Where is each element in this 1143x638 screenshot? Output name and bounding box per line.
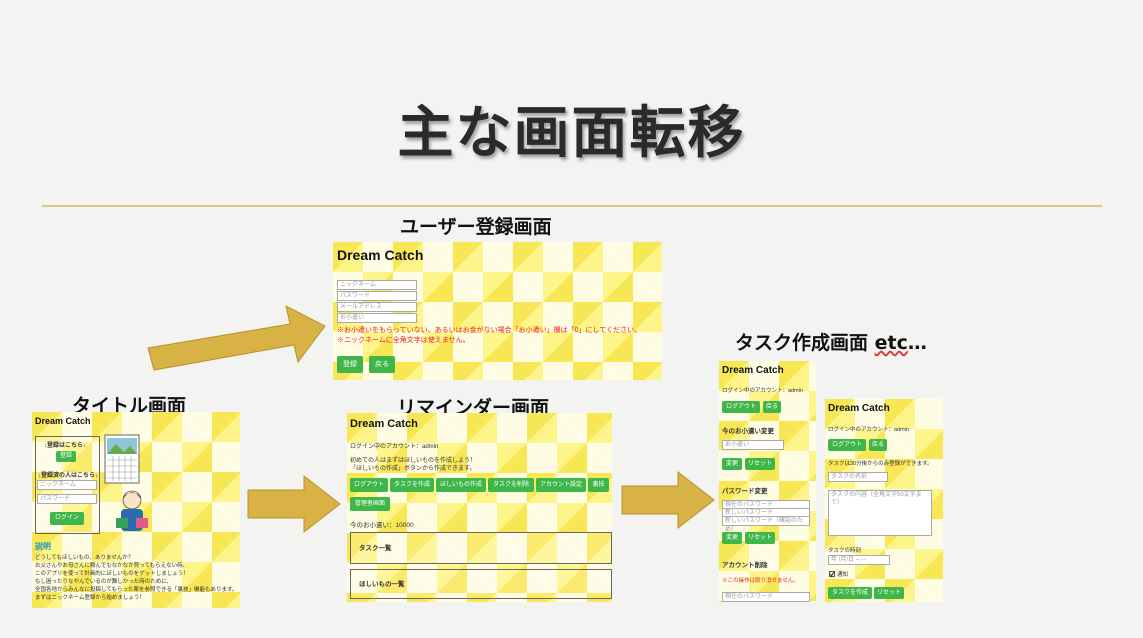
reminder-task-list-panel bbox=[350, 532, 612, 564]
title-desc-line: もし困ったりなやんでいるのが難しかった時のために、 bbox=[35, 579, 173, 585]
title-desc-line: どうしてもほしいもの、ありませんか？ bbox=[35, 555, 134, 561]
title-desc-line: 全国各地からみんなに投稿してもらった案を参照できる「裏技」機能もあります。 bbox=[35, 587, 238, 593]
task-datetime-input[interactable]: 年 /月/日 --:-- bbox=[828, 555, 890, 565]
title-register-button[interactable]: 登録 bbox=[56, 451, 76, 462]
title-divider bbox=[42, 205, 1102, 207]
slide-title: 主な画面転移 bbox=[397, 101, 746, 166]
title-app-title: Dream Catch bbox=[35, 416, 91, 426]
task-logout-button[interactable]: ログアウト bbox=[828, 439, 866, 451]
title-existing-user-label: ↓登録済の人はこちら↓ bbox=[38, 473, 99, 479]
register-app-title: Dream Catch bbox=[337, 247, 424, 263]
settings-delete-heading: アカウント削除 bbox=[722, 562, 768, 569]
task-app-title: Dream Catch bbox=[828, 403, 890, 414]
task-note: タスクは30分後からのみ登録ができます。 bbox=[828, 461, 933, 467]
title-login-button[interactable]: ログイン bbox=[50, 512, 84, 525]
caption-etc-word: etc bbox=[874, 332, 908, 354]
settings-screen: Dream Catch ログイン中のアカウント：admin ログアウト 戻る 今… bbox=[719, 361, 816, 602]
reminder-create-wish-button[interactable]: ほしいもの作成 bbox=[436, 478, 486, 492]
caption-task-create-etc: etc… bbox=[875, 332, 927, 354]
task-back-button[interactable]: 戻る bbox=[869, 439, 887, 451]
title-desc-heading: 説明 bbox=[35, 542, 51, 551]
reminder-intro-line2: 「ほしいもの作成」ボタンから作成できます。 bbox=[350, 466, 476, 472]
caption-task-create-main: タスク作成画面 bbox=[735, 332, 869, 354]
arrow-to-task-create-icon bbox=[621, 470, 715, 530]
settings-logout-button[interactable]: ログアウト bbox=[722, 401, 760, 413]
reminder-wish-list-heading: ほしいもの一覧 bbox=[359, 581, 405, 588]
register-back-button[interactable]: 戻る bbox=[369, 356, 395, 373]
register-note-nickname: ※ニックネームに全角文字は使えません。 bbox=[337, 337, 470, 344]
reminder-task-list-heading: タスク一覧 bbox=[359, 545, 392, 552]
settings-password-change-button[interactable]: 変更 bbox=[722, 532, 742, 544]
caption-title-screen: タイトル画面 bbox=[72, 395, 187, 417]
caption-etc-dots: … bbox=[907, 332, 927, 354]
reminder-screen: Dream Catch ログイン中のアカウント：admin 初めての人はまずはほ… bbox=[347, 413, 612, 602]
reminder-trick-button[interactable]: 裏技 bbox=[588, 478, 609, 492]
reminder-wish-list-panel bbox=[350, 569, 612, 599]
title-desc-line: まずはニックネーム登録から始めましょう！ bbox=[35, 595, 145, 601]
title-password-input[interactable]: パスワード bbox=[37, 494, 97, 504]
register-allowance-input[interactable]: お小遣い bbox=[337, 313, 417, 323]
task-create-button[interactable]: タスクを作成 bbox=[828, 587, 872, 599]
settings-login-account: ログイン中のアカウント：admin bbox=[722, 388, 803, 394]
arrow-to-reminder-icon bbox=[247, 474, 341, 534]
caption-register: ユーザー登録画面 bbox=[400, 216, 552, 238]
register-submit-button[interactable]: 登録 bbox=[337, 356, 363, 373]
settings-password-reset-button[interactable]: リセット bbox=[745, 532, 775, 544]
settings-delete-password-input[interactable]: 現在のパスワード bbox=[722, 592, 810, 602]
reminder-intro-line1: 初めての人はまずはほしいものを作成しよう！ bbox=[350, 458, 477, 464]
title-desc-line: このアプリを使って計画的にほしいものをゲットしましょう！ bbox=[35, 571, 189, 577]
arrow-to-register-icon bbox=[147, 305, 326, 371]
settings-new-password-confirm-input[interactable]: 新しいパスワード（確認のため） bbox=[722, 516, 810, 533]
register-note-allowance: ※お小遣いをもらっていない、あるいはお金がない場合「お小遣い」欄は「0」にしてく… bbox=[337, 327, 642, 334]
reminder-app-title: Dream Catch bbox=[350, 418, 418, 430]
reminder-login-account: ログイン中のアカウント：admin bbox=[350, 444, 439, 450]
reminder-admin-button[interactable]: 管理者画面 bbox=[350, 497, 390, 511]
register-screen: Dream Catch ニックネーム パスワード メールアドレス お小遣い ※お… bbox=[333, 242, 662, 380]
task-login-account: ログイン中のアカウント：admin bbox=[828, 427, 909, 433]
calendar-icon bbox=[104, 434, 140, 484]
settings-allowance-change-button[interactable]: 変更 bbox=[722, 458, 742, 470]
title-screen: Dream Catch ↓登録はこちら↓ 登録 ↓登録済の人はこちら↓ ニックネ… bbox=[32, 412, 240, 608]
register-email-input[interactable]: メールアドレス bbox=[337, 302, 417, 312]
register-nickname-input[interactable]: ニックネーム bbox=[337, 280, 417, 290]
settings-allowance-input[interactable]: お小遣い bbox=[722, 440, 784, 450]
task-time-label: タスクの時刻 bbox=[828, 548, 862, 554]
task-create-screen: Dream Catch ログイン中のアカウント：admin ログアウト 戻る タ… bbox=[825, 399, 943, 602]
settings-password-heading: パスワード変更 bbox=[722, 488, 768, 495]
title-nickname-input[interactable]: ニックネーム bbox=[37, 480, 97, 490]
settings-back-button[interactable]: 戻る bbox=[763, 401, 781, 413]
task-notify-label: 通知 bbox=[837, 572, 849, 578]
title-new-user-label: ↓登録はこちら↓ bbox=[44, 443, 87, 449]
caption-task-create: タスク作成画面 etc… bbox=[735, 328, 927, 355]
reminder-create-task-button[interactable]: タスクを作成 bbox=[390, 478, 434, 492]
settings-allowance-heading: 今のお小遣い変更 bbox=[722, 428, 774, 435]
settings-allowance-reset-button[interactable]: リセット bbox=[745, 458, 775, 470]
settings-delete-warning: ※この操作は取り消せません。 bbox=[722, 578, 799, 584]
reminder-logout-button[interactable]: ログアウト bbox=[350, 478, 388, 492]
task-reset-button[interactable]: リセット bbox=[874, 587, 904, 599]
reminder-account-settings-button[interactable]: アカウント設定 bbox=[536, 478, 586, 492]
settings-app-title: Dream Catch bbox=[722, 365, 784, 376]
reminder-allowance: 今のお小遣い：10000 bbox=[350, 522, 414, 529]
title-desc-line: お父さんやお母さんに頼んでもなかなか買ってもらえない時、 bbox=[35, 563, 189, 569]
person-illustration-icon bbox=[116, 490, 148, 531]
task-content-textarea[interactable]: タスクの内容（全角文字50文字まで） bbox=[828, 490, 932, 536]
register-password-input[interactable]: パスワード bbox=[337, 291, 417, 301]
task-notify-checkbox[interactable] bbox=[829, 571, 835, 577]
task-name-input[interactable]: タスクの名前 bbox=[828, 472, 888, 482]
reminder-delete-task-button[interactable]: タスクを削除 bbox=[488, 478, 534, 492]
checkmark-icon bbox=[829, 571, 835, 577]
